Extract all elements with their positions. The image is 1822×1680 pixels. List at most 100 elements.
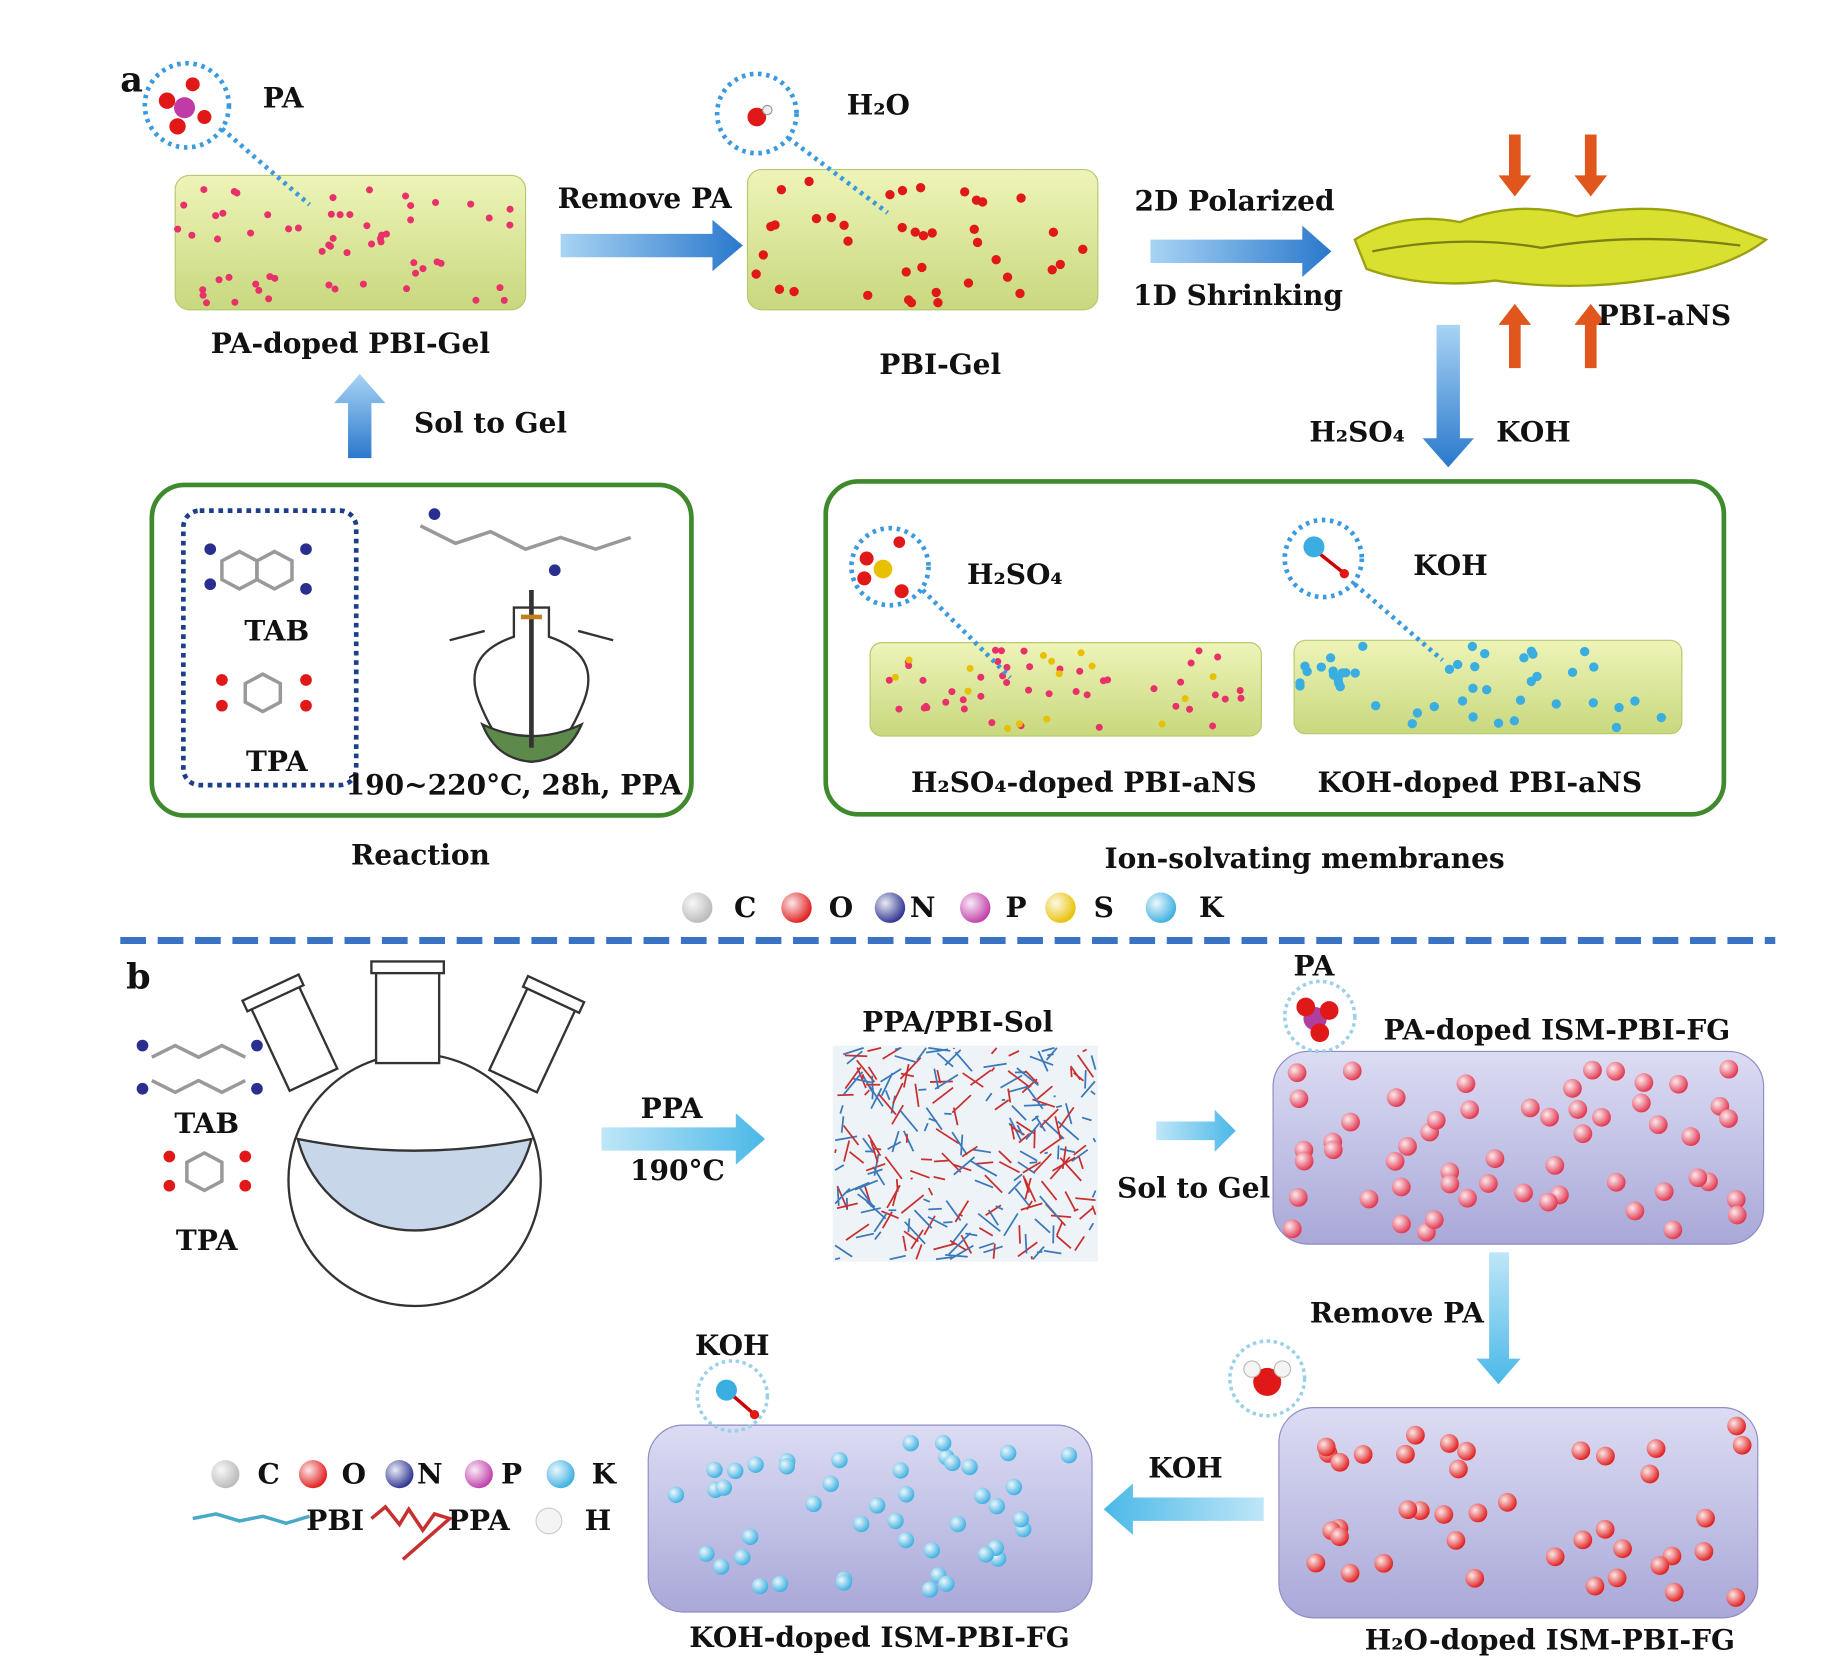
polymer-strand xyxy=(891,1104,904,1125)
polymer-strand xyxy=(1024,1070,1039,1085)
dopant-particle xyxy=(255,286,263,294)
polymer-strand xyxy=(1059,1157,1082,1182)
dopant-particle xyxy=(789,286,799,297)
dopant-particle xyxy=(1526,646,1537,656)
dopant-particle xyxy=(915,182,926,193)
dopant-particle xyxy=(839,220,849,231)
dopant-particle xyxy=(1526,676,1536,687)
polymer-strand xyxy=(1092,1137,1097,1143)
polymer-strand xyxy=(870,1087,883,1110)
dopant-particle xyxy=(329,194,337,202)
polymer-strand xyxy=(834,1187,851,1205)
polymer-strand xyxy=(1057,1145,1060,1160)
polymer-strand xyxy=(1022,1161,1042,1174)
polymer-strand xyxy=(1077,1155,1084,1170)
polymer-strand xyxy=(874,1231,882,1240)
polymer-strand xyxy=(1055,1104,1063,1109)
dopant-particle xyxy=(966,664,974,672)
dopant-particle xyxy=(359,280,367,288)
dopant-particle xyxy=(264,211,272,219)
sol-to-gel-b-arrow xyxy=(1156,1109,1236,1152)
dopant-particle xyxy=(329,234,337,242)
dopant-particle xyxy=(843,236,853,246)
polymer-strand xyxy=(925,1048,949,1054)
polymer-strand xyxy=(840,1116,845,1133)
dopant-particle xyxy=(402,192,410,200)
dopant-particle xyxy=(1515,695,1526,705)
polymer-strand xyxy=(983,1245,1003,1254)
dopant-particle xyxy=(1567,667,1578,677)
dopant-particle xyxy=(506,205,514,213)
remove-pa-b-label: Remove PA xyxy=(1310,1296,1485,1329)
tab-label: TAB xyxy=(244,614,309,647)
polymer-strand xyxy=(978,1242,995,1249)
polymer-strand xyxy=(895,1178,899,1192)
dopant-particle xyxy=(467,200,475,208)
polymer-strand xyxy=(1039,1136,1063,1154)
dopant-particle xyxy=(1003,679,1011,687)
ppa-chain-icon xyxy=(370,1504,454,1561)
polymer-strand xyxy=(914,1083,920,1107)
polymer-strand xyxy=(1013,1173,1023,1182)
polymer-strand xyxy=(974,1179,994,1189)
doping-arrow xyxy=(1422,324,1474,468)
dopant-particle xyxy=(977,692,985,700)
dopant-particle xyxy=(500,296,508,304)
polymer-strand xyxy=(881,1211,893,1229)
polymer-strand xyxy=(1024,1233,1028,1254)
polymer-strand xyxy=(845,1181,870,1194)
h2so4-arrow-label: H₂SO₄ xyxy=(1309,416,1405,449)
sol-to-gel-label: Sol to Gel xyxy=(414,406,567,439)
ppa-pbi-sol-network xyxy=(832,1045,1098,1262)
three-neck-flask-icon xyxy=(240,960,586,1308)
legend-h-label: H xyxy=(585,1504,611,1537)
dopant-particle xyxy=(1519,653,1529,663)
polymer-strand xyxy=(1018,1132,1031,1144)
pa-molecule-b-icon xyxy=(1296,997,1339,1043)
dopant-particle xyxy=(1482,684,1492,695)
dopant-particle xyxy=(1055,259,1066,270)
dopant-particle xyxy=(1104,676,1112,684)
dopant-particle xyxy=(1083,691,1091,699)
dopant-particle xyxy=(1316,662,1326,672)
dopant-particle xyxy=(1221,695,1229,703)
dopant-particle xyxy=(1551,699,1561,709)
dopant-particle xyxy=(412,269,420,277)
water-molecule-icon xyxy=(747,104,773,127)
dopant-particle xyxy=(1209,673,1217,681)
polymer-strand xyxy=(1070,1067,1073,1078)
polymer-strand xyxy=(990,1067,996,1072)
polymer-strand xyxy=(983,1062,1007,1069)
polymer-strand xyxy=(1011,1105,1027,1121)
sol-to-gel-arrow xyxy=(334,373,386,459)
polymer-strand xyxy=(932,1086,954,1104)
polymer-strand xyxy=(902,1235,907,1252)
dopant-particle xyxy=(1195,647,1203,655)
dopant-particle xyxy=(343,249,351,257)
dopant-particle xyxy=(948,688,956,696)
pa-doped-gel-label: PA-doped PBI-Gel xyxy=(211,327,490,360)
dopant-particle xyxy=(1181,695,1189,703)
polymer-strand xyxy=(1023,1103,1047,1107)
polymer-strand xyxy=(1064,1191,1077,1212)
polymer-strand xyxy=(923,1122,929,1132)
pa-doped-fg-membrane xyxy=(1272,1050,1765,1245)
dopant-particle xyxy=(215,276,223,284)
polymer-strand xyxy=(899,1056,922,1080)
polymer-strand xyxy=(1033,1153,1052,1173)
dopant-particle xyxy=(1237,694,1245,702)
polymer-strand xyxy=(885,1090,891,1101)
polymer-strand xyxy=(994,1099,1010,1111)
dopant-particle xyxy=(811,213,822,224)
polymer-strand xyxy=(839,1105,844,1114)
dopant-particle xyxy=(199,286,207,294)
polymer-strand xyxy=(948,1232,972,1255)
dopant-particle xyxy=(1015,288,1025,299)
polymer-strand xyxy=(834,1149,837,1154)
polymer-strand xyxy=(1091,1190,1097,1198)
dopant-particle xyxy=(1444,664,1455,674)
dopant-particle xyxy=(1371,700,1381,711)
monomers-b-icon xyxy=(136,1039,263,1193)
polymer-strand xyxy=(1018,1225,1021,1244)
